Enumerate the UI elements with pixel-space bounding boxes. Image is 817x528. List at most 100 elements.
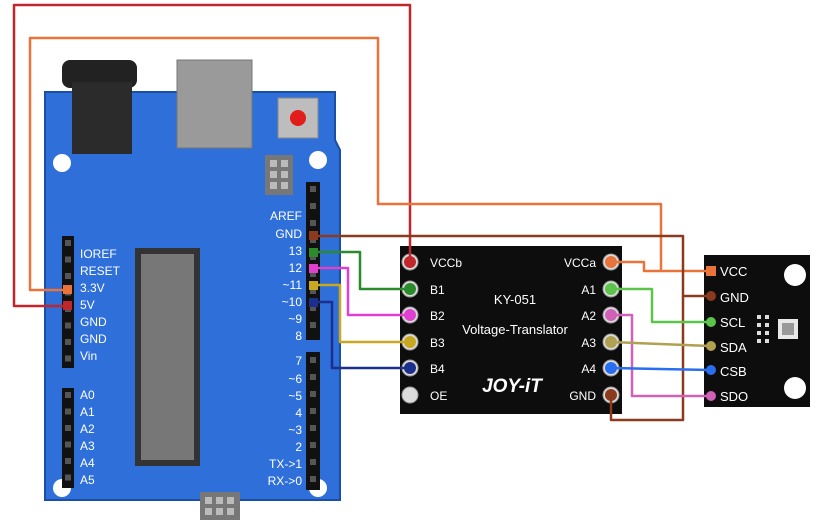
header-pin <box>65 392 71 398</box>
pin-label-reset: RESET <box>80 264 121 278</box>
pin-label-2: 2 <box>295 440 302 454</box>
wire-gnd-gnd <box>313 234 710 298</box>
pin-pad-oe <box>401 386 419 404</box>
pin-label-sda: SDA <box>720 340 747 355</box>
pin-label-a5: A5 <box>80 473 95 487</box>
pin-label-gnd: GND <box>275 227 302 241</box>
pin-label-a0: A0 <box>80 388 95 402</box>
terminal-3v3 <box>63 285 72 294</box>
wire-a2-sdo <box>611 313 710 398</box>
header-pin <box>310 425 316 431</box>
header-pin <box>65 240 71 246</box>
pin-label-a4: A4 <box>80 456 95 470</box>
pin-label-rx0: RX->0 <box>268 474 303 488</box>
translator-right-labels: VCCa A1 A2 A3 A4 GND <box>564 256 596 403</box>
wire-d12-b2 <box>313 266 410 317</box>
pin-label-9: ~9 <box>288 312 302 326</box>
translator-title: KY-051 <box>494 292 536 307</box>
header-pin <box>310 374 316 380</box>
wire-terminals <box>63 231 716 401</box>
header-pin <box>310 408 316 414</box>
wire-d13-b1 <box>313 250 410 291</box>
wire-d10-b4 <box>313 300 410 370</box>
pin-label-11: ~11 <box>283 278 303 292</box>
mount-hole <box>784 377 806 399</box>
translator-pcb <box>400 246 622 414</box>
reset-button-dot <box>290 110 306 126</box>
header-pin <box>310 391 316 397</box>
header-pin <box>310 186 316 192</box>
pin-label-12: 12 <box>289 261 303 275</box>
brand-logo: JOY-iT <box>482 376 543 397</box>
pin-label-vcc: VCC <box>720 264 747 279</box>
power-jack-top <box>62 60 137 88</box>
pin-label-a3: A3 <box>80 439 95 453</box>
wire-5v-vccb <box>12 3 412 308</box>
header-pin <box>310 442 316 448</box>
pin-label-10: ~10 <box>282 295 303 309</box>
pin-label-ioref: IOREF <box>80 247 117 261</box>
pin-label-oe: OE <box>430 389 447 403</box>
pin-label-vccb: VCCb <box>430 256 462 270</box>
header-pin <box>65 273 71 279</box>
pin-label-sdo: SDO <box>720 389 748 404</box>
pin-label-a2: A2 <box>581 309 596 323</box>
pin-label-a3: A3 <box>581 336 596 350</box>
digital-header-labels: AREF GND 13 12 ~11 ~10 ~9 8 7 ~6 ~5 4 ~3… <box>268 209 303 488</box>
power-jack <box>72 82 132 154</box>
terminal-gnd <box>309 231 318 240</box>
pin-label-aref: AREF <box>270 209 302 223</box>
header-pin <box>65 474 71 481</box>
pin-label-b2: B2 <box>430 309 445 323</box>
pin-label-tx1: TX->1 <box>269 457 302 471</box>
sensor-board: VCC GND SCL SDA CSB SDO <box>704 255 810 407</box>
wire-vcca-vcc <box>611 260 661 273</box>
pin-label-gnd: GND <box>720 290 749 305</box>
header-pin <box>310 357 316 363</box>
mount-hole <box>784 264 806 286</box>
terminal-d13 <box>309 248 318 257</box>
header-pin <box>310 305 316 311</box>
icsp-header-bottom <box>200 492 240 520</box>
pin-label-vin: Vin <box>80 349 97 363</box>
pin-label-a1: A1 <box>581 283 596 297</box>
wires <box>12 3 711 422</box>
pin-label-13: 13 <box>289 244 303 258</box>
header-pin <box>65 441 71 448</box>
pin-label-8: 8 <box>295 329 302 343</box>
header-pin <box>310 203 316 209</box>
header-pin <box>65 408 71 415</box>
header-pin <box>65 458 71 464</box>
arduino-board: IOREF RESET 3.3V 5V GND GND Vin A0 A1 A2… <box>44 59 341 520</box>
pin-label-6: ~6 <box>288 372 302 386</box>
pin-label-7: 7 <box>295 354 302 368</box>
usb-connector <box>176 59 253 149</box>
pin-label-b3: B3 <box>430 336 445 350</box>
pin-label-b4: B4 <box>430 362 445 376</box>
wire-a3-sda <box>610 340 711 348</box>
analog-header-labels: A0 A1 A2 A3 A4 A5 <box>80 388 95 487</box>
header-pin <box>310 288 316 294</box>
translator-left-labels: VCCb B1 B2 B3 B4 OE <box>430 256 462 403</box>
pin-label-gnd: GND <box>80 332 107 346</box>
pin-label-a2: A2 <box>80 422 95 436</box>
pin-label-gnd: GND <box>80 315 107 329</box>
pin-label-csb: CSB <box>720 364 747 379</box>
header-pin <box>65 256 71 263</box>
header-pin <box>65 322 71 329</box>
pin-label-a1: A1 <box>80 405 95 419</box>
wire-d11-b3 <box>313 283 410 344</box>
terminal-d10 <box>309 298 318 307</box>
header-pin <box>310 271 316 277</box>
voltage-translator-board: VCCb B1 B2 B3 B4 OE VCCa A1 A2 A3 A4 GND… <box>400 246 622 414</box>
sensor-pin-labels: VCC GND SCL SDA CSB SDO <box>720 264 749 404</box>
pin-label-b1: B1 <box>430 283 445 297</box>
header-pin <box>65 339 71 345</box>
wire-3v3-vcca <box>28 36 710 292</box>
wire-gnd-translator <box>609 296 685 422</box>
digital-header-low <box>306 352 320 490</box>
header-pin <box>65 425 71 431</box>
header-pin <box>310 476 316 482</box>
pin-label-5v: 5V <box>80 298 95 312</box>
